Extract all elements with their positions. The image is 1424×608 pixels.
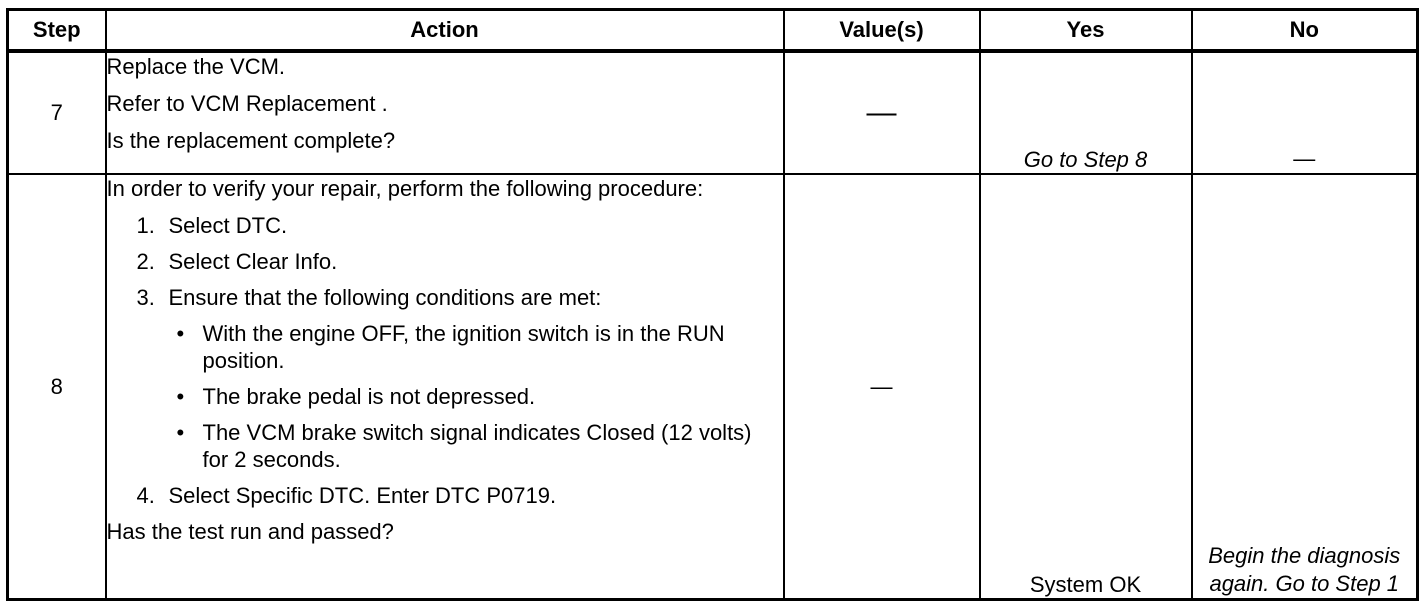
action-line: Is the replacement complete? bbox=[106, 128, 396, 153]
condition-item: • The VCM brake switch signal indicates … bbox=[107, 419, 783, 473]
table-header-row: Step Action Value(s) Yes No bbox=[6, 8, 1419, 53]
procedure-step-number: 2. bbox=[136, 249, 155, 275]
step-number: 7 bbox=[6, 49, 107, 176]
step-number: 8 bbox=[6, 173, 107, 601]
procedure-step-number: 1. bbox=[136, 213, 155, 239]
table-row: 7 Replace the VCM. Refer to VCM Replacem… bbox=[6, 49, 1419, 176]
header-step: Step bbox=[6, 8, 107, 53]
values-cell: — bbox=[782, 49, 981, 176]
bullet-icon: • bbox=[176, 321, 185, 347]
procedure-step-text: Ensure that the following conditions are… bbox=[168, 285, 602, 311]
action-cell: In order to verify your repair, perform … bbox=[104, 173, 785, 601]
header-yes: Yes bbox=[978, 8, 1193, 53]
procedure-step: 1. Select DTC. bbox=[107, 212, 783, 239]
procedure-step: 2. Select Clear Info. bbox=[107, 248, 783, 275]
procedure-step-text: Select Specific DTC. Enter DTC P0719. bbox=[168, 483, 557, 509]
bullet-icon: • bbox=[176, 420, 185, 446]
values-cell: — bbox=[782, 173, 981, 601]
procedure-step-text: Select Clear Info. bbox=[168, 249, 338, 275]
action-cell: Replace the VCM. Refer to VCM Replacemen… bbox=[104, 49, 785, 176]
condition-text: The VCM brake switch signal indicates Cl… bbox=[202, 420, 752, 473]
header-values: Value(s) bbox=[782, 8, 981, 53]
condition-text: The brake pedal is not depressed. bbox=[202, 384, 536, 410]
no-cell: — bbox=[1190, 49, 1419, 176]
procedure-step-number: 3. bbox=[136, 285, 155, 311]
header-action: Action bbox=[104, 8, 785, 53]
condition-item: • With the engine OFF, the ignition swit… bbox=[107, 320, 783, 374]
condition-item: • The brake pedal is not depressed. bbox=[107, 383, 783, 410]
procedure-step-number: 4. bbox=[136, 483, 155, 509]
diagnostic-table: Step Action Value(s) Yes No 7 Replace th… bbox=[6, 8, 1419, 601]
procedure-step: 3. Ensure that the following conditions … bbox=[107, 284, 783, 311]
no-cell: Begin the diagnosis again. Go to Step 1 bbox=[1190, 173, 1419, 601]
procedure-step: 4. Select Specific DTC. Enter DTC P0719. bbox=[107, 482, 783, 509]
action-line: Refer to VCM Replacement . bbox=[106, 91, 388, 116]
bullet-icon: • bbox=[176, 384, 185, 410]
action-question: Has the test run and passed? bbox=[106, 519, 394, 545]
procedure-step-text: Select DTC. bbox=[168, 213, 288, 239]
yes-cell: System OK bbox=[978, 173, 1193, 601]
header-no: No bbox=[1190, 8, 1419, 53]
condition-text: With the engine OFF, the ignition switch… bbox=[202, 321, 725, 374]
yes-cell: Go to Step 8 bbox=[978, 49, 1193, 176]
action-intro: In order to verify your repair, perform … bbox=[106, 176, 704, 202]
action-line: Replace the VCM. bbox=[106, 54, 286, 79]
table-row: 8 In order to verify your repair, perfor… bbox=[6, 173, 1419, 601]
